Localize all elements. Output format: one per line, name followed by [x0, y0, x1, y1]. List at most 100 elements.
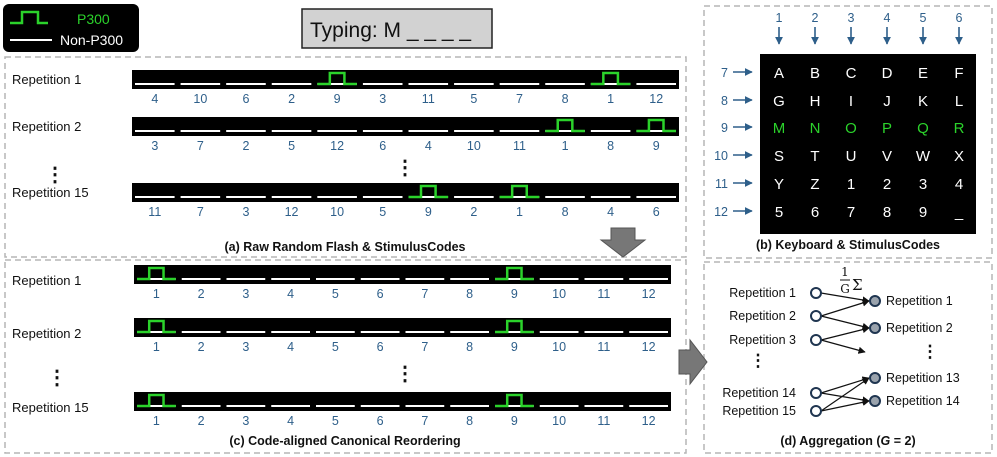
row-code: 11 [715, 177, 728, 191]
left-repetition-label: Repetition 14 [722, 386, 796, 400]
stimulus-code: 8 [466, 414, 473, 428]
stimulus-code: 7 [421, 414, 428, 428]
panel-b-caption: (b) Keyboard & StimulusCodes [756, 238, 940, 252]
stimulus-code: 9 [334, 92, 341, 106]
formula-denominator: G [840, 282, 850, 296]
repetition-label: Repetition 2 [12, 326, 81, 341]
stimulus-code: 3 [242, 414, 249, 428]
repetition-label: Repetition 15 [12, 400, 89, 415]
right-repetition-label: Repetition 14 [886, 394, 960, 408]
keyboard-key: 2 [883, 176, 891, 193]
stimulus-code: 2 [198, 340, 205, 354]
stimulus-code: 6 [653, 205, 660, 219]
keyboard-key: E [918, 65, 928, 82]
stimulus-code: 1 [153, 340, 160, 354]
keyboard-key: L [955, 93, 963, 110]
stimulus-code: 4 [287, 414, 294, 428]
stimulus-code: 8 [562, 205, 569, 219]
ellipsis: ⋮ [395, 157, 415, 179]
flash-bar-bg [132, 183, 679, 202]
stimulus-code: 6 [242, 92, 249, 106]
stimulus-code: 5 [379, 205, 386, 219]
stimulus-code: 2 [198, 287, 205, 301]
p300-waveform [590, 71, 631, 86]
input-node [810, 405, 822, 417]
left-repetition-label: Repetition 1 [729, 286, 796, 300]
stimulus-code: 4 [607, 205, 614, 219]
repetition-label: Repetition 2 [12, 119, 81, 134]
column-code: 2 [812, 11, 819, 25]
stimulus-code: 12 [649, 92, 663, 106]
stimulus-code: 10 [552, 414, 566, 428]
right-repetition-label: Repetition 2 [886, 321, 953, 335]
aggregation-edge [820, 398, 870, 412]
stimulus-code: 4 [287, 340, 294, 354]
keyboard-key: Y [774, 176, 784, 193]
stimulus-code: 5 [470, 92, 477, 106]
aggregation-edge [820, 292, 870, 304]
flash-bar-bg [134, 265, 671, 284]
typing-box-bg [301, 8, 493, 49]
stimulus-code: 6 [377, 414, 384, 428]
keyboard-key: D [882, 65, 893, 82]
stimulus-code: 9 [511, 340, 518, 354]
ellipsis: ⋮ [922, 342, 939, 361]
stimulus-code: 8 [466, 340, 473, 354]
keyboard-key: B [810, 65, 820, 82]
aggregation-edge [820, 376, 870, 394]
stimulus-code: 9 [511, 414, 518, 428]
left-repetition-label: Repetition 3 [729, 333, 796, 347]
ellipsis: ⋮ [45, 164, 65, 186]
keyboard-key: 3 [919, 176, 927, 193]
stimulus-code: 2 [242, 139, 249, 153]
typing-text: Typing: M _ _ _ _ [310, 19, 471, 42]
keyboard-key: 1 [847, 176, 855, 193]
stimulus-code: 10 [193, 92, 207, 106]
panel-d-caption-suffix: = 2) [890, 434, 915, 448]
flash-bar-bg [132, 70, 679, 89]
panel-c-frame [4, 259, 687, 454]
output-node [869, 395, 881, 407]
stimulus-code: 10 [552, 340, 566, 354]
stimulus-code: 9 [653, 139, 660, 153]
row-code: 12 [714, 205, 728, 219]
row-code: 7 [721, 66, 728, 80]
stimulus-code: 2 [288, 92, 295, 106]
keyboard-key: J [883, 93, 891, 110]
aggregation-edge [820, 392, 870, 404]
stimulus-code: 11 [597, 414, 610, 428]
stimulus-code: 3 [242, 340, 249, 354]
ellipsis: ⋮ [395, 363, 415, 385]
left-repetition-label: Repetition 2 [729, 309, 796, 323]
input-node [810, 310, 822, 322]
stimulus-code: 6 [377, 340, 384, 354]
stimulus-code: 4 [287, 287, 294, 301]
p300-waveform [495, 319, 534, 334]
formula-numerator: 1 [841, 265, 849, 279]
stimulus-code: 4 [425, 139, 432, 153]
formula-sigma: Σ [852, 276, 863, 294]
keyboard-key: 8 [883, 204, 891, 221]
column-code: 4 [884, 11, 891, 25]
flash-bar-bg [134, 392, 671, 411]
stimulus-code: 7 [516, 92, 523, 106]
stimulus-code: 12 [642, 414, 656, 428]
stimulus-code: 5 [332, 287, 339, 301]
right-repetition-label: Repetition 1 [886, 294, 953, 308]
stimulus-code: 2 [470, 205, 477, 219]
stimulus-code: 8 [607, 139, 614, 153]
keyboard-key: _ [954, 204, 964, 221]
p300-waveform [137, 319, 176, 334]
right-repetition-label: Repetition 13 [886, 371, 960, 385]
keyboard-key: C [846, 65, 857, 82]
keyboard-key: A [774, 65, 784, 82]
p300-waveform [545, 118, 585, 133]
keyboard-key: M [773, 120, 786, 137]
stimulus-code: 11 [148, 205, 161, 219]
keyboard-key: P [882, 120, 892, 137]
panel-a-frame [4, 56, 687, 258]
